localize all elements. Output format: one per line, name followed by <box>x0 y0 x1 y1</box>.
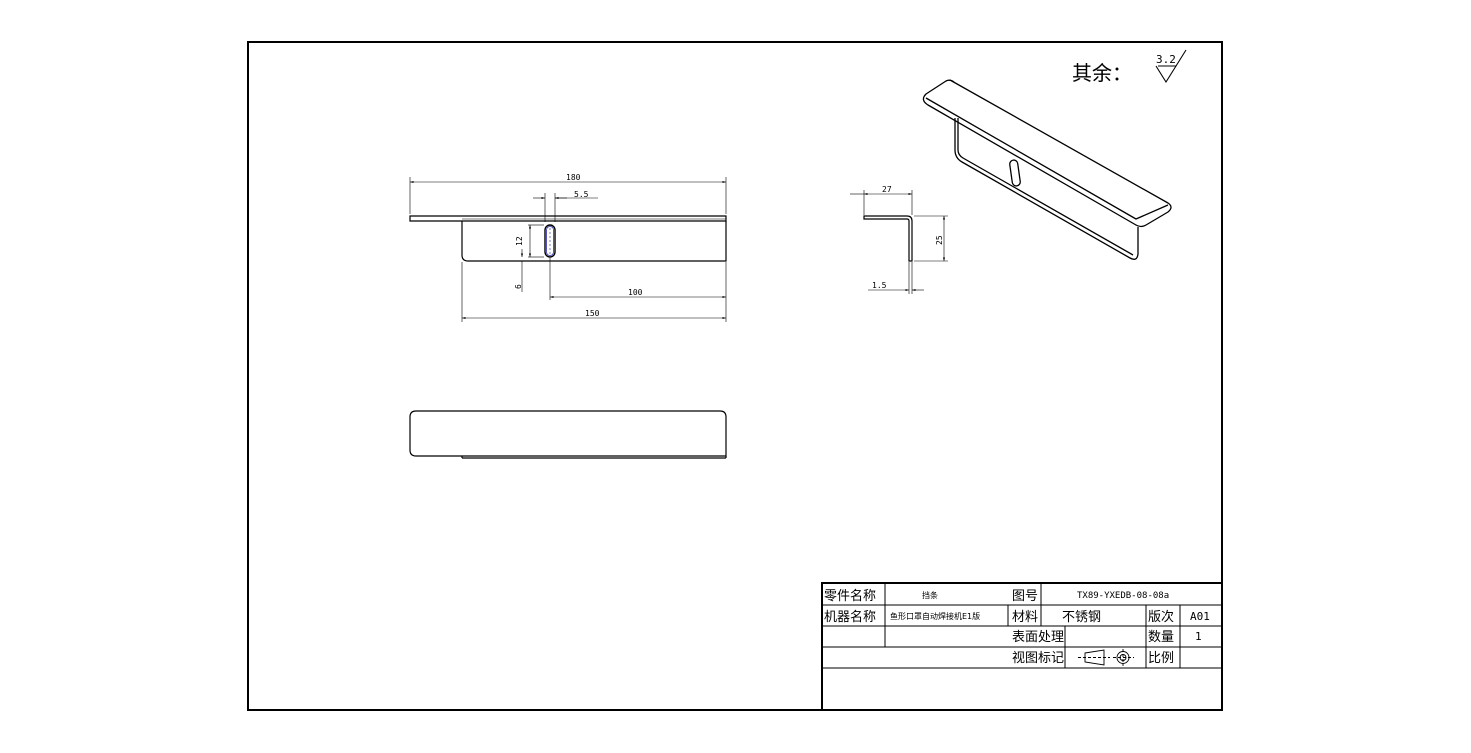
part-name-value: 挡条 <box>922 590 938 600</box>
material-label: 材料 <box>1012 610 1038 625</box>
revision-value: A01 <box>1190 610 1210 623</box>
dim-overall-length: 180 <box>566 173 581 182</box>
front-view-top-flange <box>409 215 727 222</box>
drawing-frame <box>247 41 1223 711</box>
section-view <box>863 215 913 262</box>
front-view-dimensions <box>409 177 727 322</box>
roughness-prefix: 其余： <box>1072 61 1132 85</box>
dim-lower-length: 150 <box>585 309 600 318</box>
dim-height: 25 <box>935 235 944 245</box>
dim-thickness: 1.5 <box>872 281 887 290</box>
scale-label: 比例 <box>1148 651 1174 666</box>
front-view-web <box>461 221 727 262</box>
projection-symbol-icon <box>1078 649 1134 666</box>
roughness-value: 3.2 <box>1156 53 1176 66</box>
roughness-symbol-icon <box>1155 49 1187 84</box>
dim-slot-height: 12 <box>515 236 524 246</box>
quantity-label: 数量 <box>1148 630 1174 645</box>
drawing-no-value: TX89-YXEDB-08-08a <box>1077 591 1169 601</box>
top-view <box>409 410 727 459</box>
quantity-value: 1 <box>1195 630 1202 643</box>
dim-flange-width: 27 <box>882 185 892 194</box>
part-name-label: 零件名称 <box>824 588 876 604</box>
machine-name-label: 机器名称 <box>824 609 876 625</box>
view-mark-label: 视图标记 <box>1012 651 1064 666</box>
front-view <box>409 215 727 262</box>
dim-slot-width: 5.5 <box>574 190 589 199</box>
isometric-view <box>922 79 1172 260</box>
material-value: 不锈钢 <box>1062 610 1101 625</box>
surface-treatment-label: 表面处理 <box>1012 630 1064 645</box>
title-block <box>821 582 1223 711</box>
machine-name-value: 鱼形口罩自动焊接机E1版 <box>890 611 980 621</box>
revision-label: 版次 <box>1148 609 1174 625</box>
drawing-no-label: 图号 <box>1012 589 1038 604</box>
front-view-slot <box>544 224 556 258</box>
dim-slot-offset-bottom: 6 <box>514 284 523 289</box>
section-view-dimensions <box>850 190 948 294</box>
dim-slot-to-end: 100 <box>628 288 643 297</box>
surface-roughness-note: 其余： 3.2 <box>1072 49 1187 85</box>
